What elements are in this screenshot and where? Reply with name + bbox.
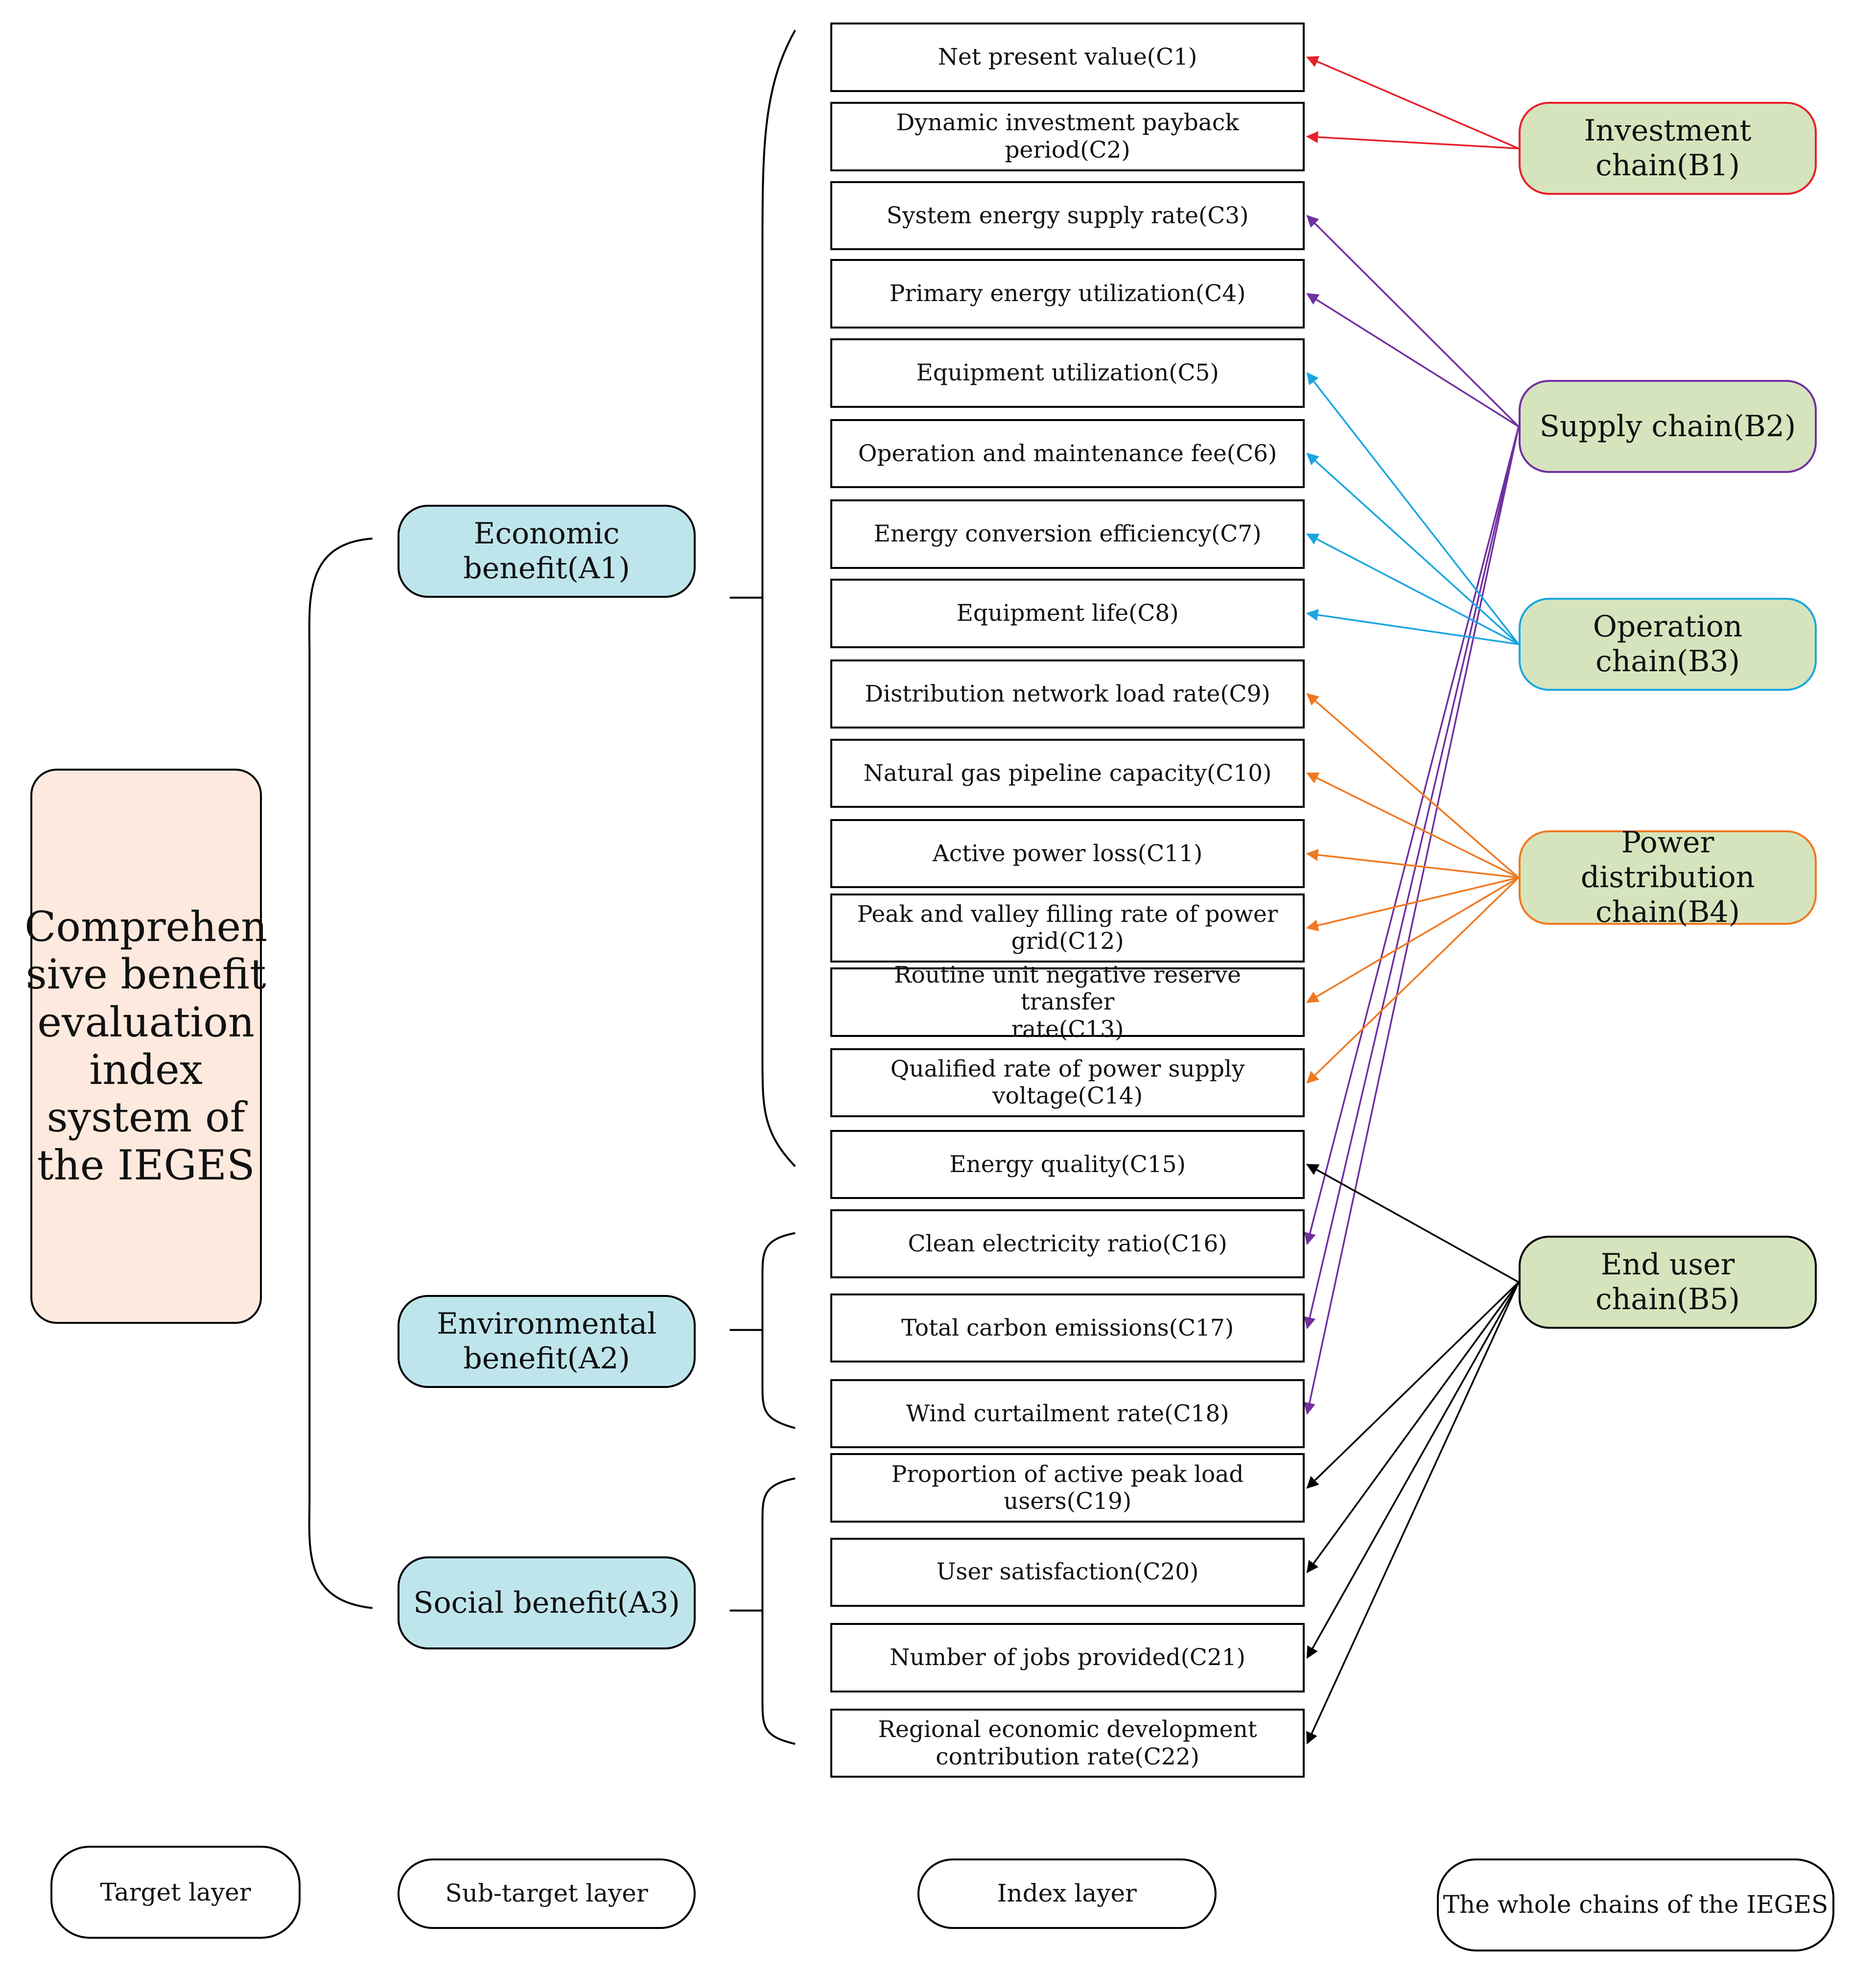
- legend-chain-layer: The whole chains of the IEGES: [1436, 1858, 1835, 1952]
- index-item-c12: Peak and valley filling rate of power gr…: [830, 893, 1305, 963]
- index-item-c17: Total carbon emissions(C17): [830, 1293, 1305, 1363]
- index-item-c13: Routine unit negative reserve transfer r…: [830, 962, 1305, 1043]
- connector-b2-c18: [1303, 426, 1520, 1415]
- connector-b3-c6: [1306, 452, 1520, 645]
- connector-b2-c17: [1304, 426, 1520, 1330]
- connector-b1-c2: [1306, 131, 1519, 150]
- chain-power-distribution: Power distribution chain(B4): [1518, 825, 1817, 929]
- index-item-c18: Wind curtailment rate(C18): [830, 1379, 1305, 1449]
- brace-environmental-indices: [761, 1232, 796, 1429]
- connector-b1-c1: [1306, 56, 1519, 149]
- index-item-c20: User satisfaction(C20): [830, 1537, 1305, 1607]
- brace-social-indices: [761, 1477, 796, 1745]
- connector-b4-c11: [1306, 849, 1519, 879]
- index-item-c11: Active power loss(C11): [830, 819, 1305, 889]
- connector-b3-c7: [1306, 533, 1519, 645]
- connector-b3-c8: [1306, 609, 1519, 645]
- index-item-c21: Number of jobs provided(C21): [830, 1623, 1305, 1692]
- connector-b5-c20: [1306, 1281, 1520, 1574]
- chain-end-user: End user chain(B5): [1518, 1235, 1817, 1329]
- connector-b2-c4: [1306, 293, 1519, 427]
- connector-b4-c14: [1306, 877, 1520, 1084]
- index-item-c2: Dynamic investment payback period(C2): [830, 102, 1305, 171]
- connector-b5-c21: [1306, 1281, 1520, 1659]
- index-item-c19: Proportion of active peak load users(C19…: [830, 1453, 1305, 1523]
- index-item-c6: Operation and maintenance fee(C6): [830, 419, 1305, 489]
- connector-b2-c3: [1306, 215, 1520, 427]
- chain-operation: Operation chain(B3): [1518, 597, 1817, 691]
- sub-target-economic-benefit: Economic benefit(A1): [398, 504, 696, 598]
- connector-b4-c12: [1306, 876, 1519, 932]
- chain-investment: Investment chain(B1): [1518, 102, 1817, 195]
- connector-b4-c9: [1306, 693, 1520, 878]
- sub-target-environmental-benefit: Environmental benefit(A2): [398, 1294, 696, 1388]
- legend-index-layer: Index layer: [917, 1858, 1217, 1929]
- connector-b2-c16: [1304, 426, 1520, 1245]
- index-item-c15: Energy quality(C15): [830, 1129, 1305, 1199]
- brace-economic-indices: [761, 29, 796, 1167]
- index-item-c1: Net present value(C1): [830, 23, 1305, 92]
- index-item-c4: Primary energy utilization(C4): [830, 259, 1305, 329]
- index-item-c8: Equipment life(C8): [830, 579, 1305, 648]
- connector-b5-c22: [1306, 1282, 1520, 1744]
- index-item-c5: Equipment utilization(C5): [830, 338, 1305, 408]
- index-item-c7: Energy conversion efficiency(C7): [830, 499, 1305, 569]
- connector-b5-c15: [1306, 1164, 1519, 1283]
- connector-b4-c13: [1306, 877, 1519, 1003]
- index-item-c10: Natural gas pipeline capacity(C10): [830, 738, 1305, 808]
- target-node: Comprehen sive benefit evaluation index …: [24, 769, 267, 1324]
- index-item-c14: Qualified rate of power supply voltage(C…: [830, 1048, 1305, 1118]
- index-item-c16: Clean electricity ratio(C16): [830, 1209, 1305, 1279]
- index-item-c3: System energy supply rate(C3): [830, 181, 1305, 251]
- connector-b5-c19: [1306, 1281, 1520, 1489]
- connector-b3-c5: [1306, 372, 1520, 645]
- legend-sub-target-layer: Sub-target layer: [398, 1858, 696, 1929]
- index-item-c9: Distribution network load rate(C9): [830, 659, 1305, 729]
- connector-b4-c10: [1306, 772, 1519, 879]
- index-item-c22: Regional economic development contributi…: [830, 1709, 1305, 1778]
- brace-target-to-subtargets: [308, 537, 373, 1609]
- chain-supply: Supply chain(B2): [1518, 380, 1817, 473]
- sub-target-social-benefit: Social benefit(A3): [398, 1556, 696, 1650]
- legend-target-layer: Target layer: [50, 1846, 301, 1939]
